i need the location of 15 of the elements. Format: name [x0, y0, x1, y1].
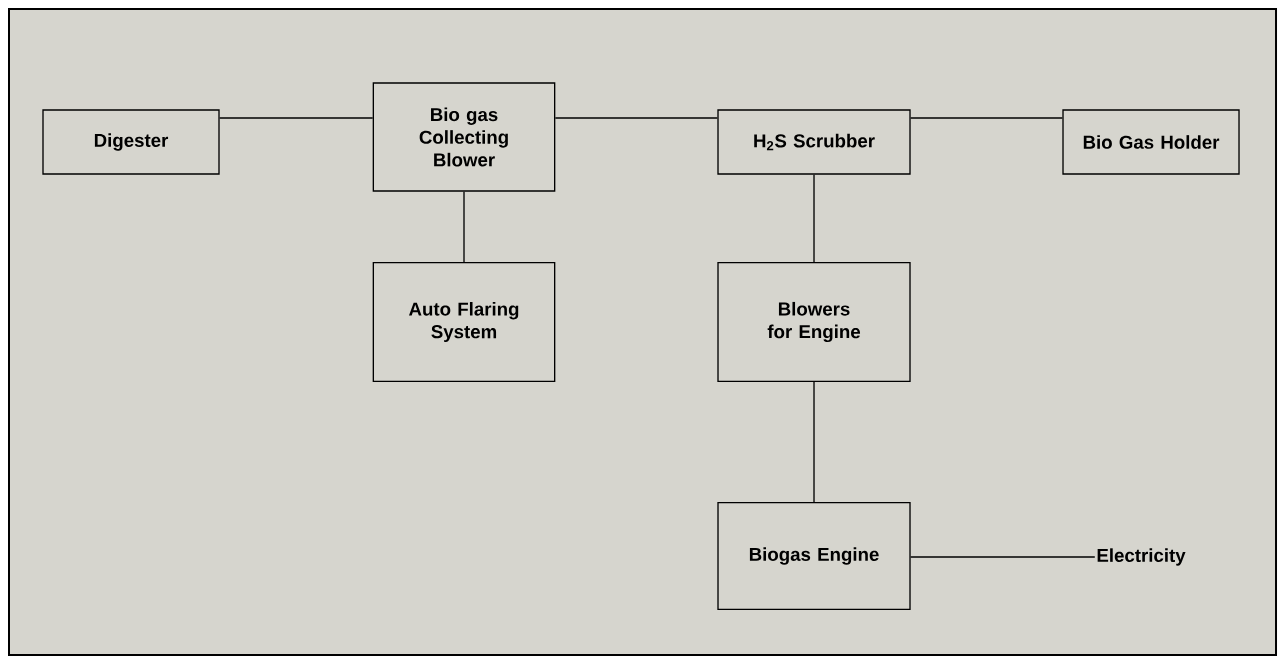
process-box: H$_{2}$S Scrubber — [717, 109, 911, 175]
connector-line — [813, 381, 815, 503]
process-box: Auto Flaring System — [372, 262, 556, 382]
process-box: Digester — [42, 109, 220, 175]
process-box: Biogas Engine — [717, 502, 911, 610]
process-box: Bio Gas Holder — [1062, 109, 1240, 175]
connector-line — [554, 117, 718, 119]
connector-line — [813, 174, 815, 263]
process-box: Blowers for Engine — [717, 262, 911, 382]
process-box: Bio gas Collecting Blower — [372, 82, 556, 192]
connector-line — [910, 117, 1063, 119]
connector-line — [910, 556, 1096, 558]
connector-line — [219, 117, 374, 119]
output-label: Electricity — [1097, 548, 1186, 566]
connector-line — [463, 191, 465, 263]
